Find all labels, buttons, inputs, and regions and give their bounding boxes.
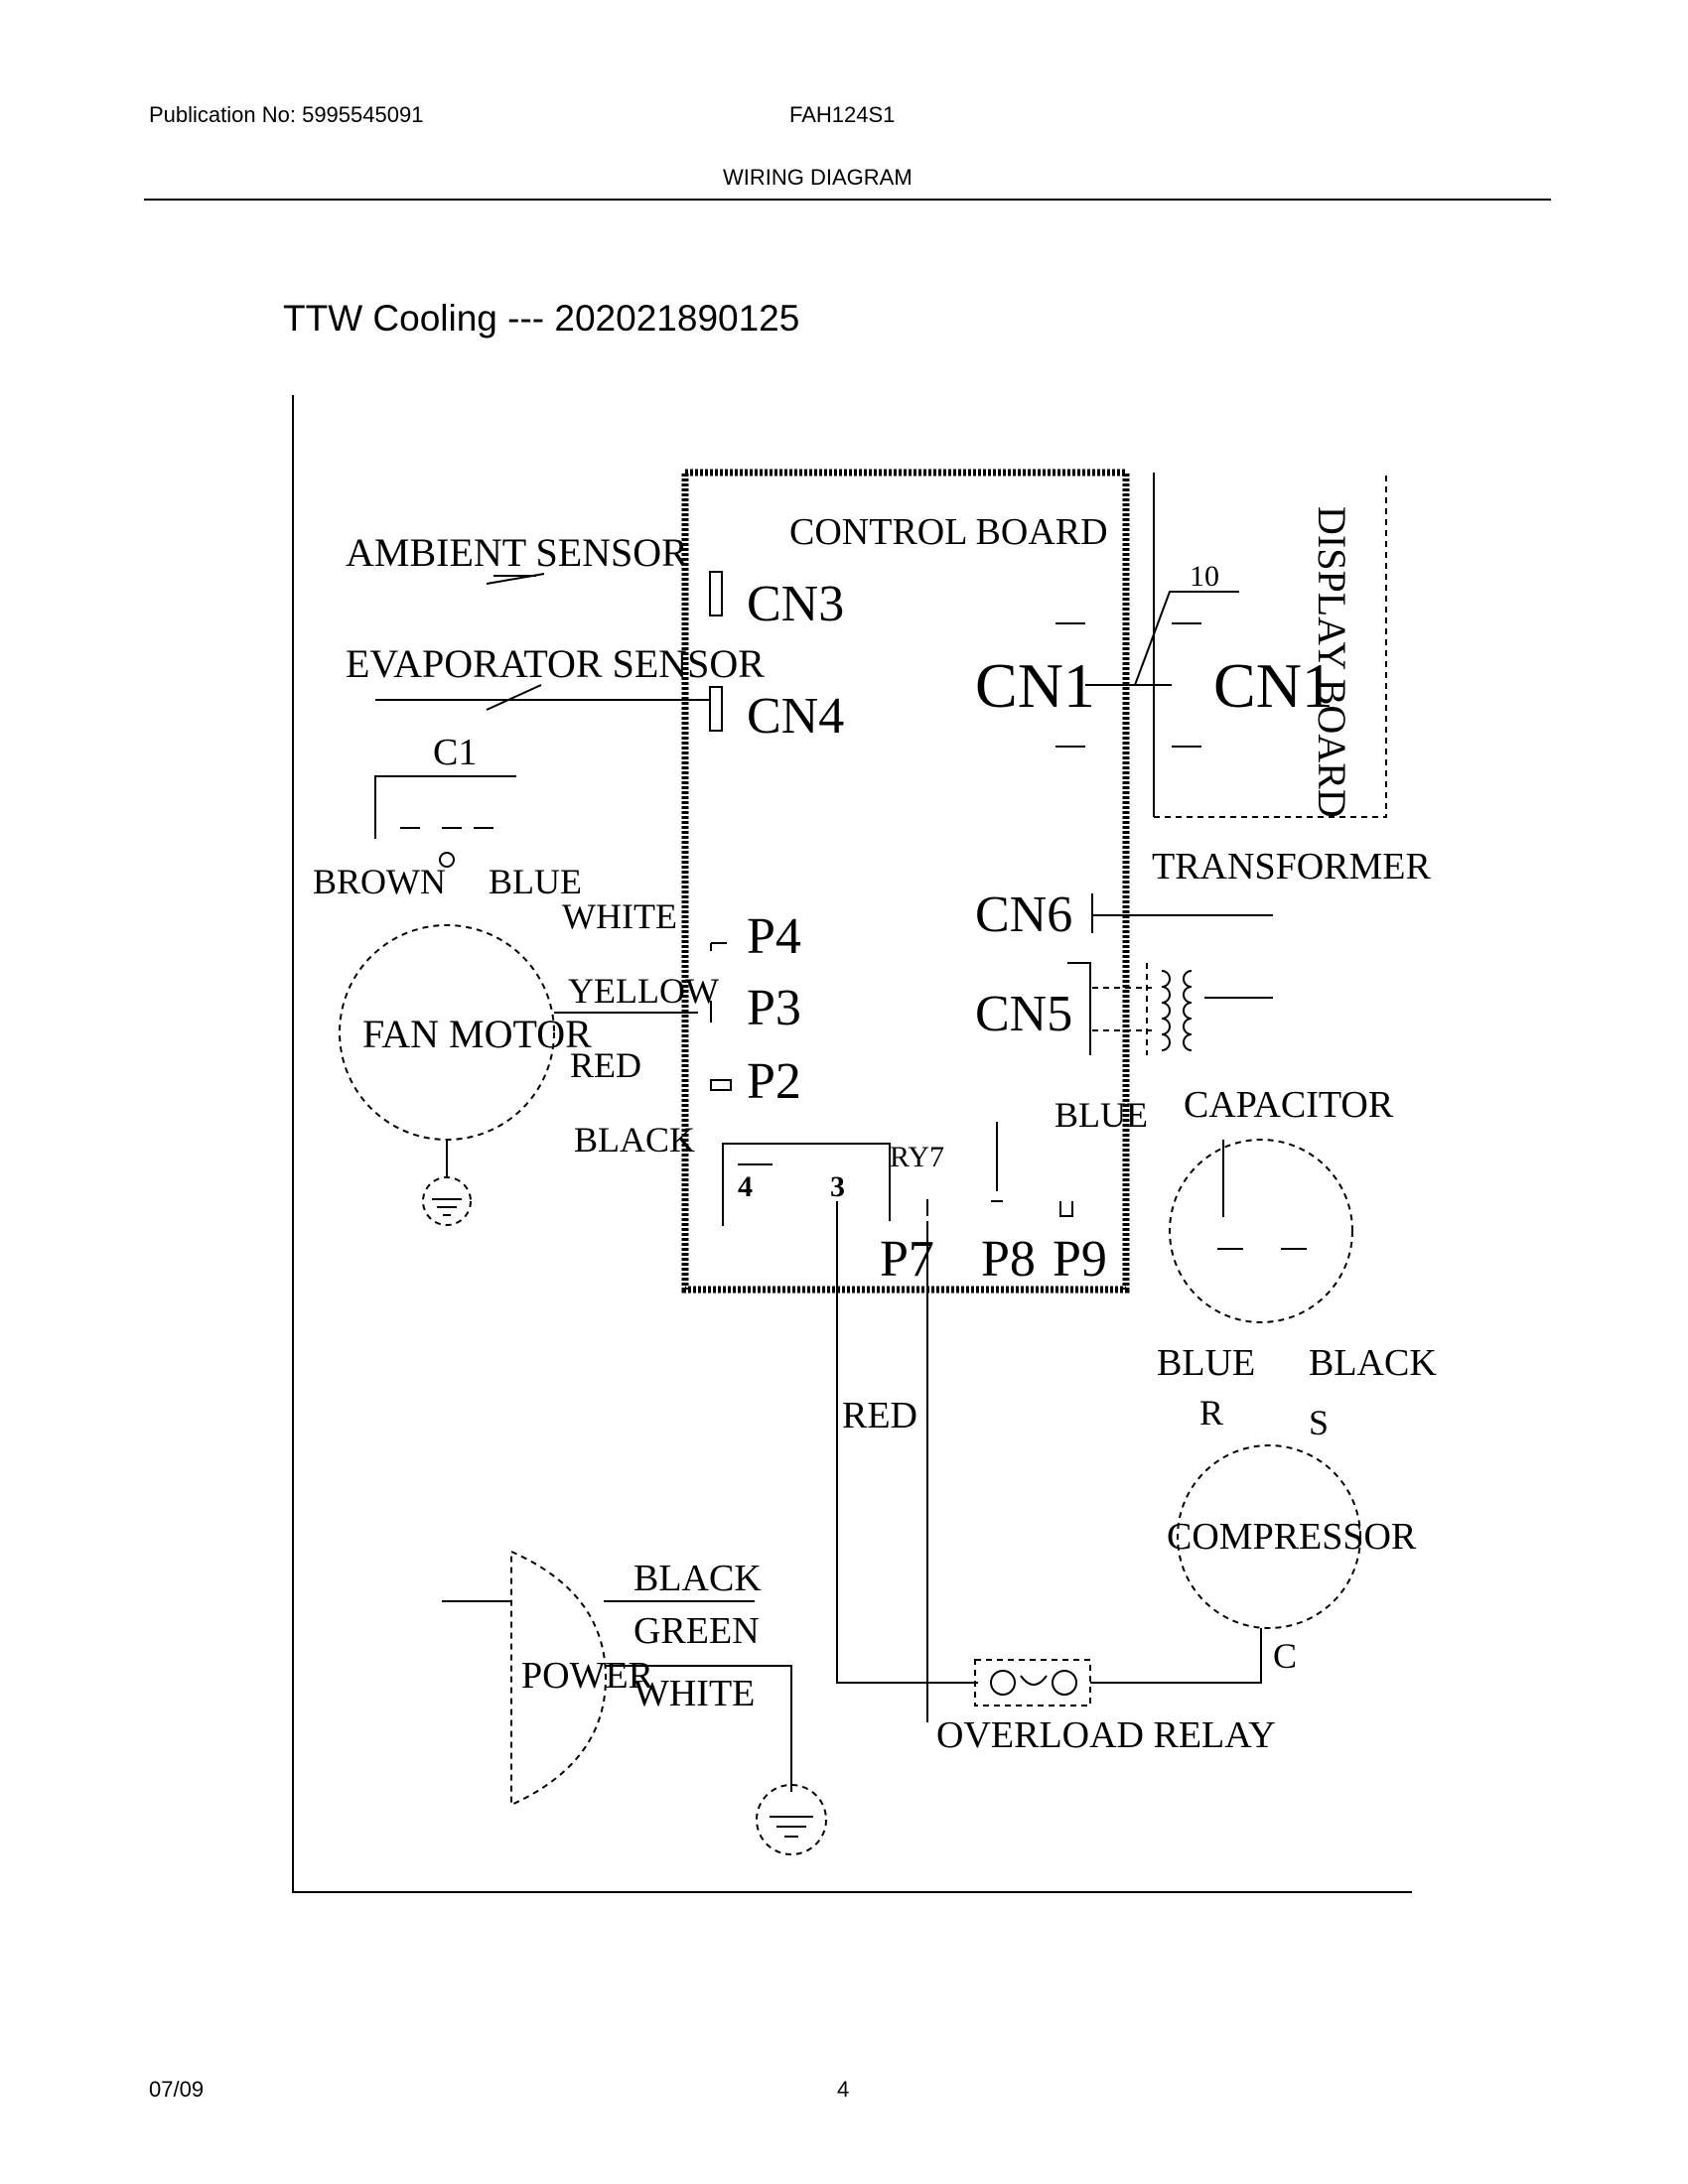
model-number: FAH124S1 — [789, 102, 896, 127]
p8-wire — [991, 1122, 1003, 1202]
display-board-outline — [1154, 473, 1387, 818]
p8-label: P8 — [981, 1231, 1036, 1288]
black-fan-wire-label: BLACK — [574, 1120, 695, 1160]
overload-relay-label: OVERLOAD RELAY — [936, 1714, 1276, 1756]
footer-date: 07/09 — [149, 2077, 205, 2102]
diagram-title: TTW Cooling --- 202021890125 — [283, 298, 800, 339]
p9-connector — [1059, 1201, 1073, 1217]
relay-pin-3-label: 3 — [830, 1170, 845, 1203]
p3-label: P3 — [747, 980, 801, 1036]
overload-relay-terminal-right — [1052, 1670, 1077, 1696]
relay-pin-4-label: 4 — [738, 1170, 753, 1203]
relay-contact — [722, 1143, 891, 1226]
fan-motor-label: FAN MOTOR — [362, 1012, 592, 1056]
cn4-label: CN4 — [747, 688, 844, 745]
section-title: WIRING DIAGRAM — [723, 165, 913, 190]
blue-c1-wire-label: BLUE — [489, 862, 582, 901]
pin-count-leader — [1134, 591, 1239, 686]
overload-relay-terminal-left — [990, 1670, 1016, 1696]
cn6-wire — [1091, 893, 1273, 933]
overload-relay-box — [974, 1659, 1091, 1706]
cn1-display-label: CN1 — [1213, 650, 1334, 721]
white-fan-wire-label: WHITE — [562, 896, 677, 936]
white-power-wire-label: WHITE — [633, 1673, 755, 1714]
header-rule — [144, 199, 1551, 201]
capacitor-label: CAPACITOR — [1184, 1084, 1394, 1126]
p4-label: P4 — [747, 908, 801, 965]
compressor-label: COMPRESSOR — [1167, 1516, 1417, 1558]
red-relay-wire-label: RED — [842, 1395, 917, 1436]
terminal-r-label: R — [1199, 1393, 1223, 1433]
compressor-c-wire — [1090, 1628, 1262, 1684]
ambient-sensor-symbol — [486, 573, 545, 585]
p9-label: P9 — [1053, 1231, 1107, 1288]
cn5-bracket — [1067, 962, 1091, 1055]
black-cap-wire-label: BLACK — [1309, 1342, 1437, 1384]
fan-ground-bars — [432, 1198, 462, 1216]
power-plug-outline — [510, 1550, 608, 1807]
capacitor-internal — [1217, 1140, 1307, 1250]
red-fan-wire-label: RED — [570, 1045, 641, 1085]
publication-number: Publication No: 5995545091 — [149, 102, 424, 127]
control-board-outline — [681, 469, 1130, 1294]
display-board-label: DISPLAY BOARD — [1310, 506, 1354, 818]
control-board-label: CONTROL BOARD — [789, 511, 1108, 553]
cn1-board-label: CN1 — [975, 650, 1095, 721]
evaporator-sensor-wire — [375, 684, 710, 711]
diagram-frame — [292, 395, 1412, 1893]
ry7-label: RY7 — [890, 1141, 944, 1173]
capacitor-circle — [1169, 1139, 1353, 1323]
power-ground-bars — [770, 1816, 813, 1838]
terminal-c-label: C — [1273, 1636, 1297, 1676]
transformer-coil-icon — [1161, 970, 1273, 1051]
brown-wire-label: BROWN — [313, 862, 446, 901]
p7-label: P7 — [880, 1231, 934, 1288]
power-wires — [442, 1600, 792, 1792]
pin-count-label: 10 — [1190, 560, 1219, 593]
c1-terminal — [439, 852, 455, 868]
c1-wires — [374, 775, 516, 839]
cn4-connector — [709, 686, 723, 732]
power-label: POWER — [521, 1655, 654, 1697]
transformer-label: TRANSFORMER — [1152, 846, 1431, 887]
cn5-label: CN5 — [975, 986, 1072, 1042]
p2-label: P2 — [747, 1053, 801, 1110]
ambient-sensor-label: AMBIENT SENSOR — [346, 530, 688, 575]
p4-connector — [710, 942, 727, 951]
yellow-wire-label: YELLOW — [568, 971, 719, 1011]
blue-p9-wire-label: BLUE — [1055, 1095, 1148, 1135]
p2-connector — [710, 1079, 732, 1091]
blue-cap-wire-label: BLUE — [1157, 1342, 1255, 1384]
c1-label: C1 — [433, 732, 477, 773]
compressor-circle — [1177, 1444, 1361, 1629]
cn1-link-wires — [1055, 622, 1201, 748]
footer-page: 4 — [837, 2077, 850, 2102]
cn6-label: CN6 — [975, 887, 1072, 943]
cn3-label: CN3 — [747, 576, 844, 632]
green-power-wire-label: GREEN — [633, 1610, 760, 1652]
cn3-connector — [709, 571, 723, 616]
red-relay-wire — [836, 1201, 978, 1684]
overload-relay-element — [1020, 1675, 1048, 1686]
cn5-wires — [1092, 963, 1152, 1055]
terminal-s-label: S — [1309, 1403, 1329, 1442]
black-power-wire-label: BLACK — [633, 1558, 762, 1599]
power-ground-icon — [756, 1784, 827, 1855]
evaporator-sensor-label: EVAPORATOR SENSOR — [346, 641, 765, 686]
fan-ground-icon — [422, 1176, 472, 1226]
